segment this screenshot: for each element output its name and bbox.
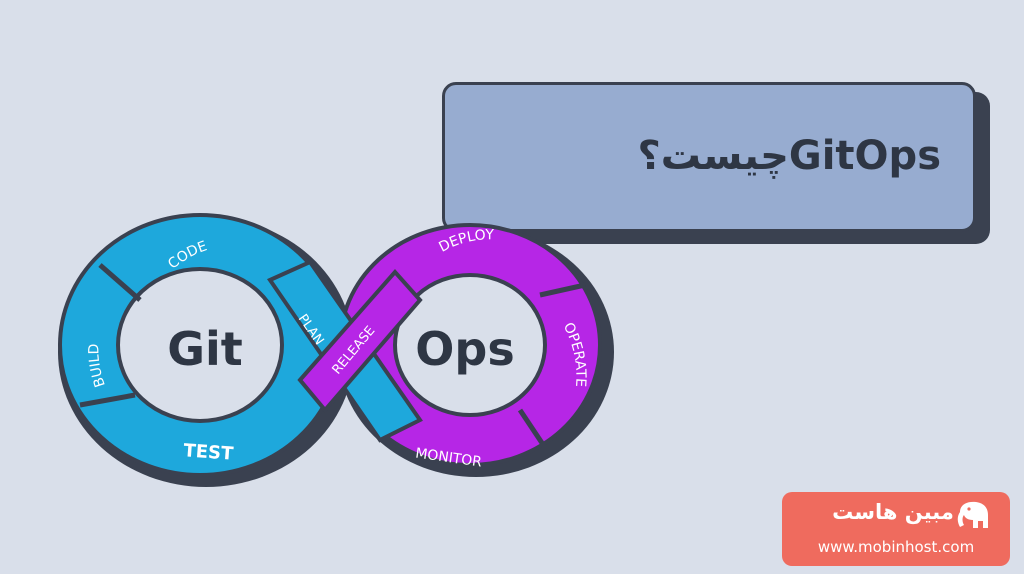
brand-url[interactable]: www.mobinhost.com bbox=[817, 538, 975, 556]
ops-label: Ops bbox=[415, 322, 514, 376]
brand-badge[interactable]: مبین هاست www.mobinhost.com bbox=[782, 492, 1010, 566]
elephant-icon bbox=[957, 501, 988, 528]
crossing-bands bbox=[266, 259, 423, 443]
brand-name: مبین هاست bbox=[832, 500, 954, 524]
page-title: چیست؟GitOps bbox=[621, 133, 941, 179]
title-card: چیست؟GitOps bbox=[442, 82, 976, 232]
title-gitops: GitOps bbox=[788, 133, 941, 179]
git-label: Git bbox=[167, 322, 243, 376]
segment-test-label: TEST bbox=[183, 440, 235, 464]
title-question: چیست؟ bbox=[637, 133, 789, 179]
